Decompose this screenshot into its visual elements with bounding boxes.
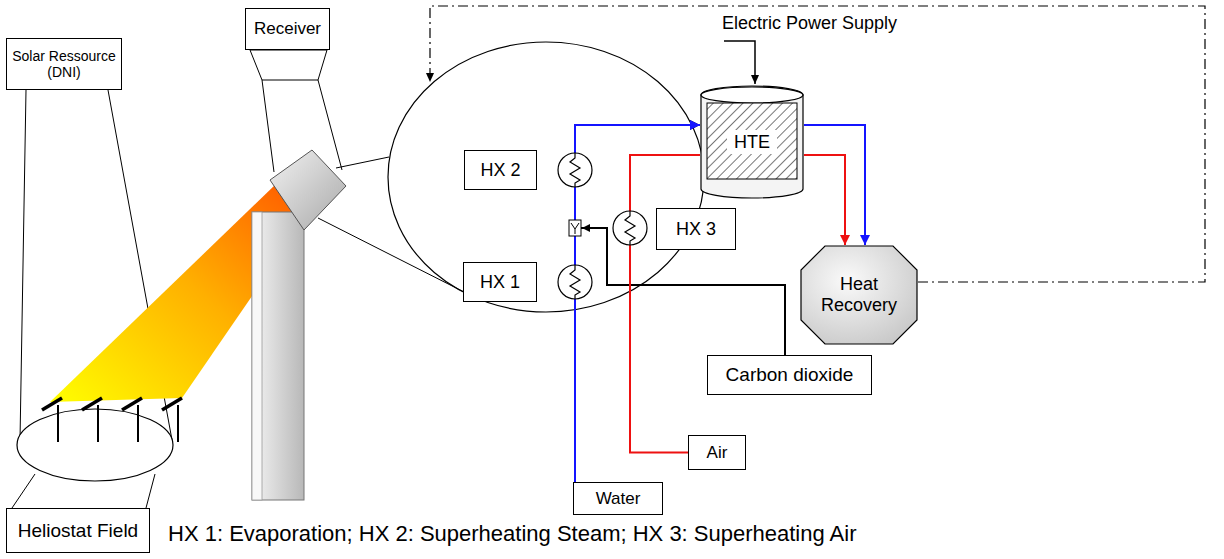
- legend-note: HX 1: Evaporation; HX 2: Superheating St…: [168, 521, 857, 546]
- node-label: HX 3: [676, 219, 716, 240]
- heat-feedback-line: [430, 6, 1205, 282]
- view-line: [146, 474, 155, 508]
- view-line: [318, 80, 342, 170]
- heat-exchanger-symbol: [558, 265, 592, 299]
- node-label: HX 2: [480, 160, 520, 181]
- power-line: [724, 41, 755, 84]
- process-box: HX 2: [464, 150, 537, 190]
- tower: [252, 212, 304, 500]
- node-label: HTE: [727, 130, 777, 155]
- node-label: Water: [596, 489, 641, 509]
- node-label: HX 1: [480, 272, 520, 293]
- process-box: Receiver: [245, 8, 330, 50]
- receiver-head: [270, 150, 346, 230]
- zoom-ellipse: [388, 42, 704, 312]
- node-label: Heat Recovery: [800, 274, 918, 315]
- flow-line: [804, 155, 845, 245]
- process-box: Water: [573, 482, 663, 515]
- view-line: [262, 80, 274, 172]
- receiver-funnel: [250, 50, 327, 80]
- supply-label: Electric Power Supply: [722, 13, 897, 34]
- process-box: Heliostat Field: [6, 508, 150, 553]
- process-box: HX 1: [463, 262, 537, 302]
- heliostats: [42, 398, 182, 442]
- node-label: Receiver: [254, 19, 321, 39]
- tower-face: [252, 212, 262, 500]
- zoom-line: [336, 157, 389, 168]
- process-box: Carbon dioxide: [707, 355, 872, 395]
- process-octagon: Heat Recovery: [800, 245, 918, 345]
- process-box: Solar Ressource (DNI): [6, 38, 122, 90]
- view-line: [20, 90, 26, 440]
- zoom-line: [318, 218, 470, 295]
- flow-line: [575, 125, 700, 482]
- process-box: Air: [688, 435, 746, 470]
- node-label: Air: [707, 443, 728, 463]
- flow-line: [630, 155, 700, 453]
- node-label: Carbon dioxide: [726, 364, 854, 386]
- heat-exchanger-symbol: [613, 211, 647, 245]
- node-label: Solar Ressource (DNI): [7, 48, 121, 80]
- view-line: [12, 474, 35, 508]
- heat-exchanger-symbol: [558, 153, 592, 187]
- process-box: HX 3: [656, 208, 736, 250]
- mixer-symbol: [569, 220, 590, 236]
- node-label: Heliostat Field: [18, 520, 138, 542]
- field-ellipse: [17, 409, 173, 481]
- electrolyser-node: HTE: [700, 86, 804, 198]
- flow-line: [804, 125, 865, 245]
